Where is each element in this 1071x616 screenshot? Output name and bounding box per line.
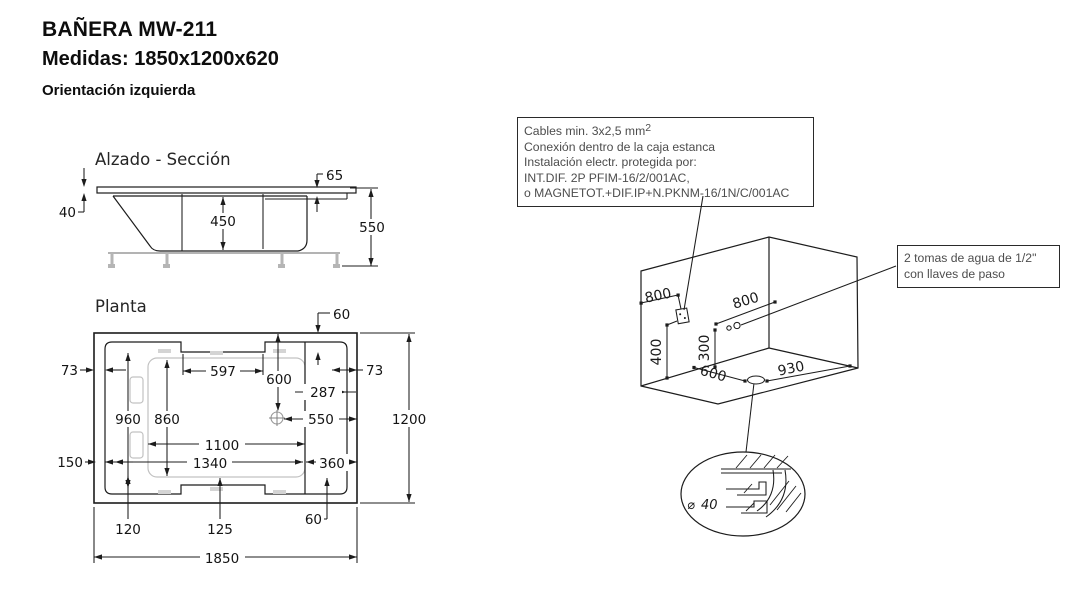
iso-room-corner bbox=[640, 236, 859, 405]
svg-text:1200: 1200 bbox=[392, 412, 426, 428]
electrical-note-line5: o MAGNETOT.+DIF.IP+N.PKNM-16/1N/C/001AC bbox=[524, 186, 790, 201]
planta-dim-basin-length: 1100 bbox=[148, 436, 305, 454]
planta-drain-symbol bbox=[269, 410, 285, 426]
electrical-note-line2: Conexión dentro de la caja estanca bbox=[524, 139, 716, 154]
svg-text:960: 960 bbox=[115, 412, 141, 428]
svg-text:550: 550 bbox=[359, 220, 385, 236]
planta-dim-right-deck: 287 bbox=[295, 384, 356, 401]
planta-dim-right-rim: 73 bbox=[332, 363, 383, 379]
page-title: BAÑERA MW-211 bbox=[42, 18, 218, 41]
planta-dim-left-rim: 73 bbox=[61, 363, 126, 379]
svg-text:597: 597 bbox=[210, 364, 236, 380]
drain-detail-bubble: ⌀ 40 bbox=[680, 451, 806, 537]
electrical-note-box: Cables min. 3x2,5 mm2 Conexión dentro de… bbox=[517, 117, 814, 207]
planta-dim-foot-mid: 125 bbox=[207, 478, 233, 538]
svg-text:287: 287 bbox=[310, 385, 336, 401]
planta-dim-bottom-inset: 60 bbox=[305, 478, 330, 528]
alzado-rim bbox=[96, 186, 357, 200]
electrical-note-line3: Instalación electr. protegida por: bbox=[524, 155, 697, 170]
svg-text:60: 60 bbox=[333, 307, 350, 323]
iso-dim-outlet-offset: 800 bbox=[639, 285, 682, 310]
drain-diameter-symbol: ⌀ bbox=[687, 498, 695, 513]
isometric-installation-view: 800 400 800 300 600 930 bbox=[639, 195, 897, 537]
planta-dim-drain-from-top: 600 bbox=[265, 334, 293, 411]
planta-dim-total-length: 1850 bbox=[93, 507, 358, 567]
svg-text:550: 550 bbox=[308, 412, 334, 428]
svg-text:125: 125 bbox=[207, 522, 233, 538]
svg-text:1850: 1850 bbox=[205, 551, 239, 567]
svg-text:600: 600 bbox=[266, 372, 292, 388]
svg-text:1100: 1100 bbox=[205, 438, 239, 454]
hatching bbox=[735, 454, 802, 513]
alzado-dim-rim-offset: 65 bbox=[314, 168, 343, 212]
planta-dim-left-inset: 150 bbox=[57, 455, 133, 471]
planta-drawing: Planta 60 73 bbox=[57, 297, 429, 567]
water-note-box: 2 tomas de agua de 1/2" con llaves de pa… bbox=[897, 245, 1060, 289]
alzado-support-frame bbox=[108, 252, 340, 268]
svg-text:150: 150 bbox=[57, 455, 83, 471]
planta-dim-top-inset: 60 bbox=[315, 307, 350, 365]
iso-drain-notch bbox=[746, 375, 766, 385]
electrical-note-line1: Cables min. 3x2,5 mm2 bbox=[524, 122, 652, 138]
iso-dim-water-height: 300 bbox=[697, 328, 717, 369]
svg-text:120: 120 bbox=[115, 522, 141, 538]
svg-text:860: 860 bbox=[154, 412, 180, 428]
water-note-line1: 2 tomas de agua de 1/2" bbox=[904, 251, 1037, 265]
planta-dim-foot-left: 120 bbox=[115, 476, 141, 538]
water-note-line2: con llaves de paso bbox=[904, 266, 1005, 281]
iso-electrical-outlet bbox=[675, 307, 690, 325]
iso-dim-water-offset: 800 bbox=[714, 290, 777, 326]
planta-dim-right-deck-total: 360 bbox=[306, 454, 357, 472]
svg-text:60: 60 bbox=[305, 512, 322, 528]
svg-text:1340: 1340 bbox=[193, 456, 227, 472]
alzado-tub-body bbox=[112, 194, 308, 252]
svg-text:800: 800 bbox=[643, 285, 672, 306]
planta-edge-ticks bbox=[158, 349, 286, 494]
alzado-dim-inner-depth: 450 bbox=[207, 197, 240, 250]
page-orientation: Orientación izquierda bbox=[42, 82, 196, 99]
alzado-dim-rim-thickness: 40 bbox=[59, 168, 87, 221]
svg-text:73: 73 bbox=[61, 363, 78, 379]
planta-dim-basin-width: 860 bbox=[152, 360, 183, 476]
iso-dim-drain-right: 930 bbox=[765, 358, 852, 383]
svg-text:65: 65 bbox=[326, 168, 343, 184]
planta-outer-edge bbox=[93, 332, 358, 504]
svg-text:300: 300 bbox=[697, 335, 713, 362]
alzado-section-drawing: Alzado - Sección 450 bbox=[59, 150, 389, 268]
iso-dim-outlet-height: 400 bbox=[649, 320, 678, 380]
planta-left-jet-top bbox=[129, 376, 144, 404]
planta-dim-drain-from-right: 550 bbox=[284, 411, 357, 428]
alzado-dim-total-height: 550 bbox=[342, 187, 389, 267]
svg-text:600: 600 bbox=[698, 363, 728, 386]
iso-water-connections bbox=[726, 321, 741, 331]
svg-text:800: 800 bbox=[731, 290, 761, 313]
planta-dim-left-inner-length: 960 bbox=[112, 353, 145, 488]
planta-left-jet-bottom bbox=[129, 431, 144, 459]
page-dimensions: Medidas: 1850x1200x620 bbox=[42, 48, 279, 70]
svg-text:930: 930 bbox=[776, 358, 805, 379]
svg-text:400: 400 bbox=[649, 339, 665, 366]
svg-text:450: 450 bbox=[210, 214, 236, 230]
drain-section-sketch bbox=[721, 454, 802, 518]
svg-text:360: 360 bbox=[319, 456, 345, 472]
alzado-title: Alzado - Sección bbox=[95, 150, 231, 169]
drain-diameter-value: 40 bbox=[701, 498, 718, 513]
planta-dim-inner-length: 1340 bbox=[105, 454, 303, 472]
electrical-note-line4: INT.DIF. 2P PFIM-16/2/001AC, bbox=[524, 170, 690, 185]
svg-text:73: 73 bbox=[366, 363, 383, 379]
planta-title: Planta bbox=[95, 297, 147, 316]
iso-dim-drain-left: 600 bbox=[692, 363, 747, 386]
svg-text:40: 40 bbox=[59, 205, 76, 221]
planta-dim-total-width: 1200 bbox=[360, 332, 429, 504]
planta-dim-top-step: 597 bbox=[182, 354, 264, 380]
planta-rim-contour bbox=[104, 341, 348, 495]
